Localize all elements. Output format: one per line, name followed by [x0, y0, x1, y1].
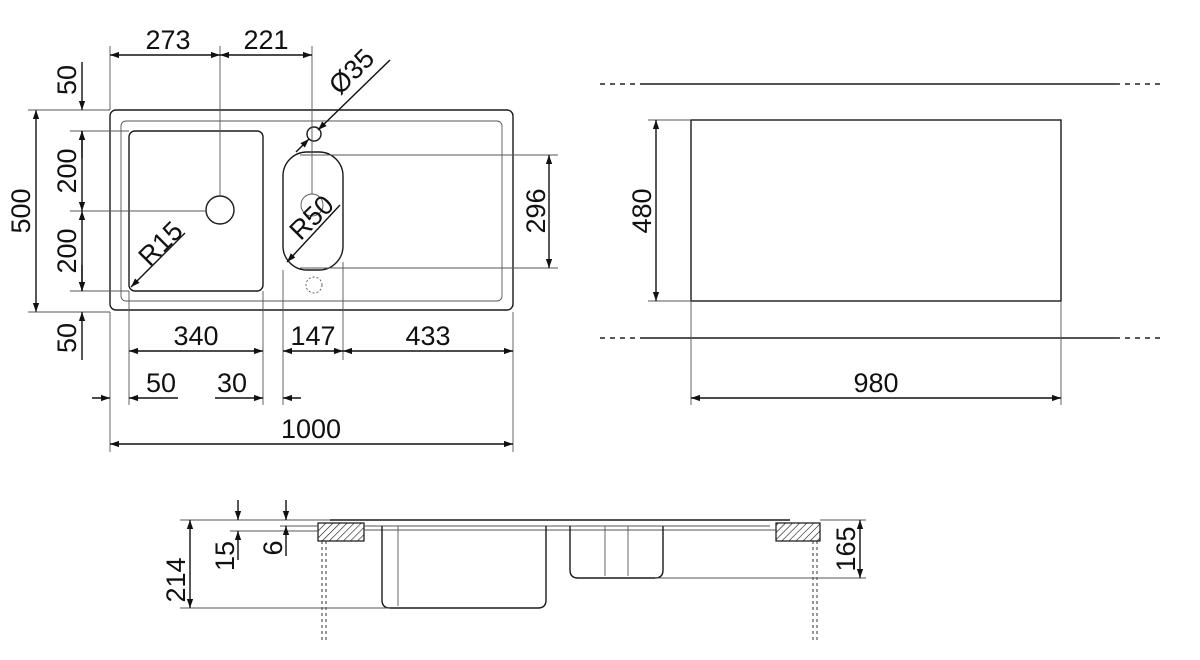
- side-view: 214 15 6 165: [161, 500, 866, 642]
- tap-hole: [306, 126, 322, 142]
- cutout-rectangle: [690, 119, 1062, 302]
- dim-label-50-bottom-row: 50: [146, 368, 176, 398]
- dim-label-340: 340: [173, 321, 218, 351]
- plan-view: 273 221 Ø35 50 200 200 50 500 R15 R50 29…: [6, 25, 558, 452]
- dim-label-30: 30: [217, 368, 247, 398]
- leader-r50: [286, 204, 341, 263]
- dim-label-273: 273: [145, 25, 190, 55]
- small-bowl: [282, 151, 344, 271]
- dim-label-tap-hole: Ø35: [323, 43, 380, 100]
- dim-label-6: 6: [258, 540, 288, 555]
- dim-label-50-bottom: 50: [52, 323, 82, 353]
- worktop-section-left: [317, 522, 365, 542]
- dim-label-50-top: 50: [52, 65, 82, 95]
- dim-label-200-b: 200: [52, 228, 82, 273]
- dim-label-165: 165: [831, 526, 861, 571]
- dim-label-433: 433: [405, 321, 450, 351]
- dim-label-500: 500: [6, 188, 36, 233]
- sink-outer-outline: [109, 109, 514, 311]
- leader-tap-hole-inner: [295, 138, 310, 153]
- dim-label-r15: R15: [133, 216, 189, 272]
- leader-r15: [130, 232, 186, 288]
- dim-label-296: 296: [521, 188, 551, 233]
- overflow-hole: [305, 276, 323, 294]
- leader-tap-hole: [317, 59, 391, 131]
- dim-label-15: 15: [210, 541, 240, 571]
- main-bowl-drain: [205, 195, 235, 225]
- small-bowl-section: [569, 526, 664, 579]
- main-bowl-section: [381, 526, 547, 609]
- dim-label-221: 221: [243, 25, 288, 55]
- dim-label-r50: R50: [284, 190, 340, 246]
- cutout-view: 480 980: [600, 83, 1160, 405]
- dim-label-480: 480: [627, 188, 657, 233]
- dim-label-200-a: 200: [52, 148, 82, 193]
- dim-label-147: 147: [290, 321, 335, 351]
- worktop-section-right: [775, 522, 821, 542]
- dim-label-980: 980: [853, 368, 898, 398]
- dim-label-1000: 1000: [281, 414, 341, 444]
- dim-label-214: 214: [161, 557, 191, 602]
